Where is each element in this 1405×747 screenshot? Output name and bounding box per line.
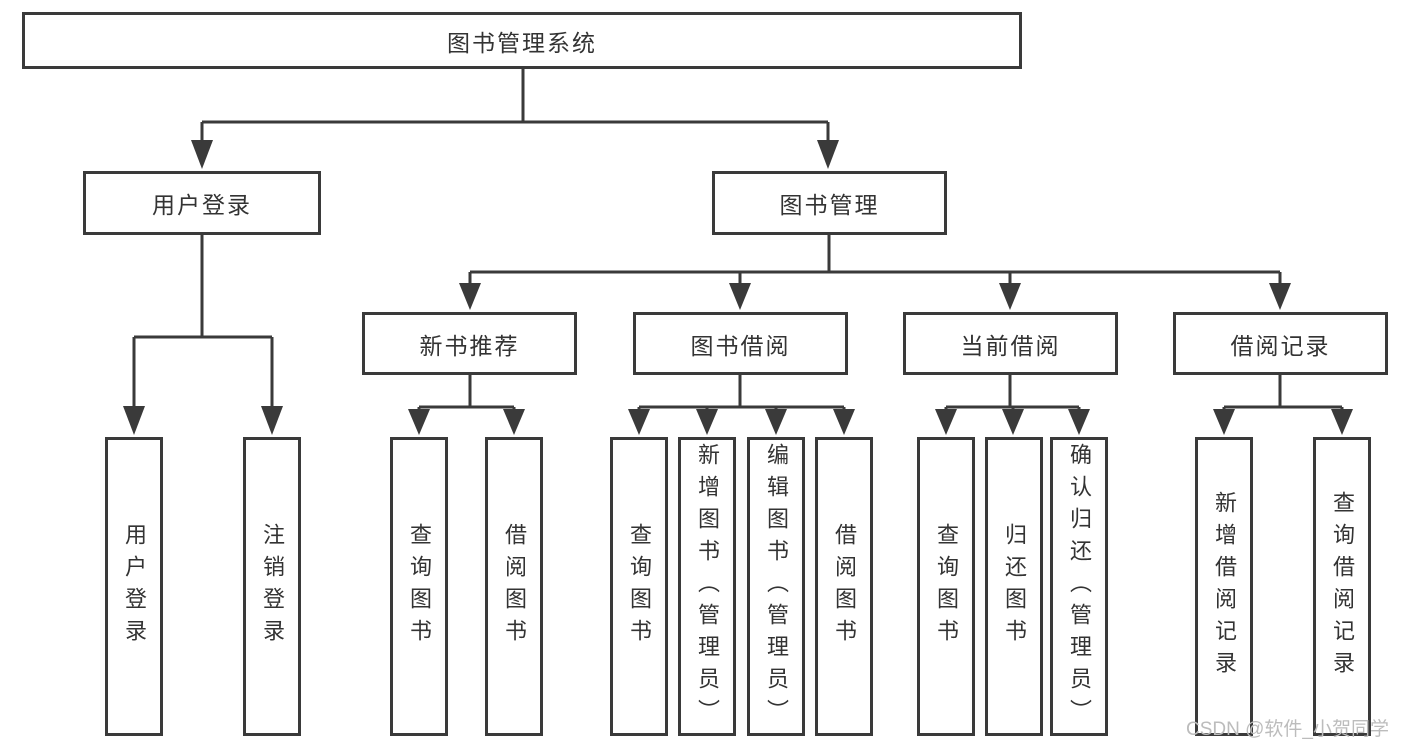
leaf-label: 借阅图书 [832, 522, 857, 651]
leaf-label: 借阅图书 [502, 522, 527, 651]
arrow-down-icon [503, 409, 525, 435]
leaf-label: 注销登录 [260, 522, 285, 651]
arrow-down-icon [1213, 409, 1235, 435]
leaf-query-books-recommend: 查询图书 [390, 437, 448, 736]
node-user-login: 用户登录 [83, 171, 321, 235]
leaf-logout: 注销登录 [243, 437, 301, 736]
node-borrowing-records: 借阅记录 [1173, 312, 1388, 375]
arrow-down-icon [696, 409, 718, 435]
csdn-watermark: CSDN @软件_小贺同学 [1186, 719, 1389, 740]
leaf-edit-books-admin: 编辑图书（管理员） [747, 437, 805, 736]
leaf-label: 查询图书 [934, 522, 959, 651]
leaf-confirm-return-admin: 确认归还（管理员） [1050, 437, 1108, 736]
arrow-down-icon [408, 409, 430, 435]
leaf-label: 查询借阅记录 [1330, 490, 1355, 683]
leaf-label: 用户登录 [122, 522, 147, 651]
arrow-down-icon [191, 140, 213, 169]
arrow-down-icon [729, 283, 751, 310]
leaf-label: 新增图书（管理员） [695, 442, 720, 731]
leaf-label: 确认归还（管理员） [1067, 442, 1092, 731]
arrow-down-icon [628, 409, 650, 435]
node-book-borrowing: 图书借阅 [633, 312, 848, 375]
leaf-user-login: 用户登录 [105, 437, 163, 736]
arrow-down-icon [817, 140, 839, 169]
node-label: 图书借阅 [690, 332, 791, 359]
leaf-label: 编辑图书（管理员） [764, 442, 789, 731]
leaf-query-borrow-record: 查询借阅记录 [1313, 437, 1371, 736]
leaf-return-books: 归还图书 [985, 437, 1043, 736]
leaf-query-books-borrowing: 查询图书 [610, 437, 668, 736]
arrow-down-icon [123, 406, 145, 435]
arrow-down-icon [1331, 409, 1353, 435]
leaf-query-books-current: 查询图书 [917, 437, 975, 736]
node-label: 新书推荐 [419, 332, 520, 359]
node-label: 图书管理 [779, 192, 880, 218]
leaf-borrow-books: 借阅图书 [815, 437, 873, 736]
leaf-add-borrow-record: 新增借阅记录 [1195, 437, 1253, 736]
node-label: 当前借阅 [960, 332, 1061, 359]
arrow-down-icon [261, 406, 283, 435]
leaf-label: 归还图书 [1002, 522, 1027, 651]
node-library-management-system: 图书管理系统 [22, 12, 1022, 69]
arrow-down-icon [833, 409, 855, 435]
node-label: 用户登录 [152, 192, 252, 218]
arrow-down-icon [459, 283, 481, 310]
arrow-down-icon [765, 409, 787, 435]
node-current-borrowing: 当前借阅 [903, 312, 1118, 375]
arrow-down-icon [1068, 409, 1090, 435]
arrow-down-icon [1269, 283, 1291, 310]
leaf-label: 查询图书 [407, 522, 432, 651]
leaf-borrow-books-recommend: 借阅图书 [485, 437, 543, 736]
arrowheads [123, 140, 1353, 435]
leaf-label: 查询图书 [627, 522, 652, 651]
node-new-book-recommendation: 新书推荐 [362, 312, 577, 375]
node-book-management: 图书管理 [712, 171, 947, 235]
leaf-add-books-admin: 新增图书（管理员） [678, 437, 736, 736]
arrow-down-icon [999, 283, 1021, 310]
leaf-label: 新增借阅记录 [1212, 490, 1237, 683]
arrow-down-icon [935, 409, 957, 435]
arrow-down-icon [1002, 409, 1024, 435]
node-label: 图书管理系统 [447, 29, 597, 56]
node-label: 借阅记录 [1230, 332, 1331, 359]
